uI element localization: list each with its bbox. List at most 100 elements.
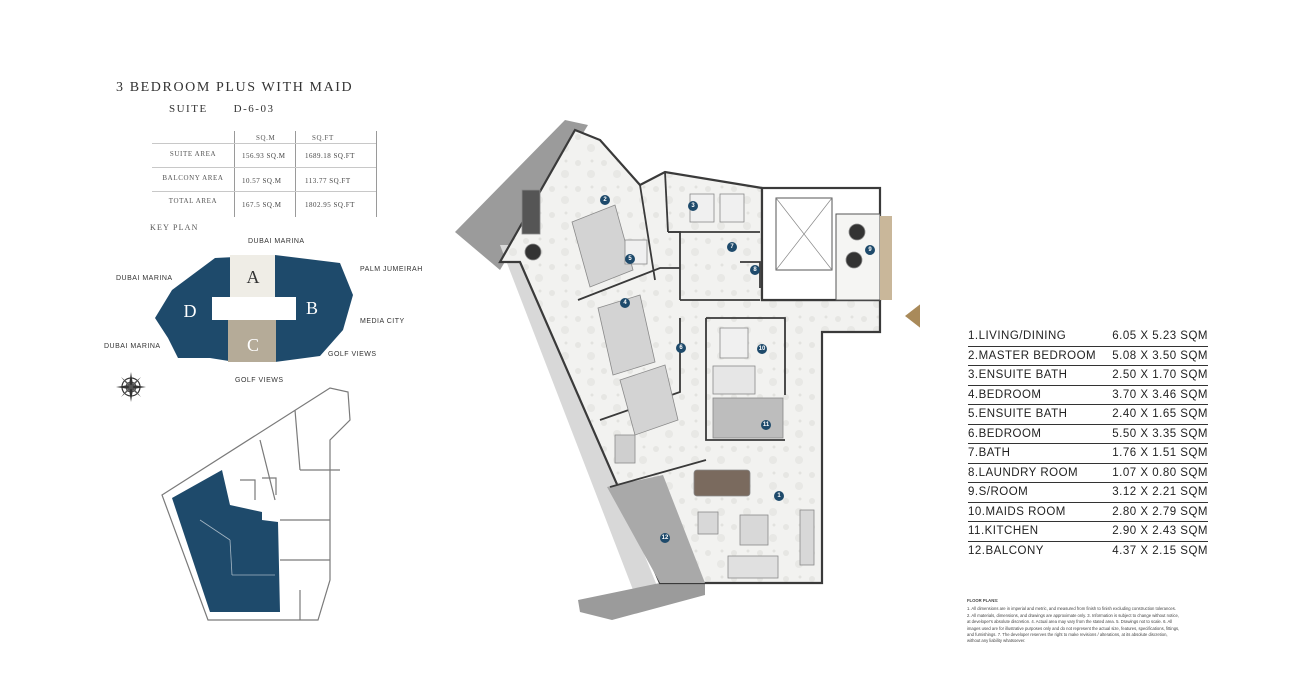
room-marker-label: 12 <box>662 535 669 541</box>
room-marker-label: 10 <box>759 346 766 352</box>
key-plan-map: A B C D <box>155 255 353 362</box>
room-marker <box>774 491 784 501</box>
south-edge-band <box>578 583 705 620</box>
list-item: 11.KITCHEN 2.90 X 2.43 SQM <box>968 522 1208 542</box>
room-marker <box>727 242 737 252</box>
room-marker-label: 7 <box>730 244 734 250</box>
room-marker-label: 2 <box>603 197 607 203</box>
room-name: 1.LIVING/DINING <box>968 330 1067 342</box>
room-marker <box>757 344 767 354</box>
room-name: 3.ENSUITE BATH <box>968 369 1068 381</box>
balcony-area <box>607 475 705 583</box>
room-marker <box>660 533 670 543</box>
room-name: 6.BEDROOM <box>968 427 1042 440</box>
direction-lower-right: GOLF VIEWS <box>328 351 377 358</box>
direction-upper-left: DUBAI MARINA <box>116 275 173 282</box>
room-size: 1.07 X 0.80 SQM <box>1112 466 1208 479</box>
room-marker <box>620 298 630 308</box>
room-markers: 1 2 3 4 5 6 7 8 9 10 11 12 <box>600 195 875 543</box>
room-size: 5.50 X 3.35 SQM <box>1112 427 1208 440</box>
notes-line: at developer's absolute discretion. 4. A… <box>967 619 1173 625</box>
block-c <box>228 320 276 362</box>
room-size: 5.08 X 3.50 SQM <box>1112 349 1208 362</box>
room-size: 1.76 X 1.51 SQM <box>1112 447 1208 459</box>
room-marker-label: 1 <box>777 493 781 499</box>
list-item: 8.LAUNDRY ROOM 1.07 X 0.80 SQM <box>968 464 1208 483</box>
block-b-label: B <box>306 298 318 318</box>
notes-title: FLOOR PLANS: <box>967 598 999 603</box>
block-c-label: C <box>247 335 259 355</box>
notes-line: and furnishings. 7. The developer reserv… <box>967 632 1168 638</box>
list-item: 12.BALCONY 4.37 X 2.15 SQM <box>968 542 1208 561</box>
column-header-sqft: SQ.FT <box>312 134 334 142</box>
room-size: 3.12 X 2.21 SQM <box>1112 486 1208 498</box>
room-name: 9.S/ROOM <box>968 486 1029 498</box>
notes-line: images used are for illustrative purpose… <box>967 625 1180 631</box>
row-sqft: 113.77 SQ.FT <box>305 177 351 185</box>
west-glazing-band <box>500 245 662 608</box>
room-marker <box>750 265 760 275</box>
room-marker <box>688 201 698 211</box>
table-divider <box>234 131 235 217</box>
direction-right: MEDIA CITY <box>360 318 405 325</box>
room-marker <box>865 245 875 255</box>
table-rule <box>152 167 376 168</box>
notes-line: 1. All dimensions are in imperial and me… <box>967 606 1177 612</box>
row-label: SUITE AREA <box>169 150 217 158</box>
core <box>212 297 296 320</box>
room-marker-label: 11 <box>763 422 770 428</box>
room-name: 10.MAIDS ROOM <box>968 505 1066 518</box>
room-name: 11.KITCHEN <box>968 525 1039 537</box>
notes-line: without any liability whatsoever. <box>967 638 1026 644</box>
direction-bottom: GOLF VIEWS <box>235 377 284 384</box>
page-title: 3 BEDROOM PLUS WITH MAID <box>116 80 354 95</box>
block-a-label: A <box>247 267 260 287</box>
room-marker-label: 6 <box>679 345 683 351</box>
room-marker <box>761 420 771 430</box>
room-name: 8.LAUNDRY ROOM <box>968 466 1079 479</box>
north-edge-band <box>455 120 588 270</box>
table-rule <box>152 143 376 144</box>
direction-lower-left: DUBAI MARINA <box>104 343 161 350</box>
row-sqft: 1802.95 SQ.FT <box>305 201 355 209</box>
table-divider <box>376 131 377 217</box>
block-a <box>230 255 275 297</box>
room-name: 2.MASTER BEDROOM <box>968 349 1097 362</box>
row-sqm: 167.5 SQ.M <box>242 201 282 209</box>
row-label: BALCONY AREA <box>162 174 224 182</box>
table-divider <box>295 131 296 217</box>
room-marker <box>676 343 686 353</box>
table-rule <box>152 191 376 192</box>
room-name: 5.ENSUITE BATH <box>968 408 1068 420</box>
room-marker-label: 8 <box>753 267 757 273</box>
room-size: 2.50 X 1.70 SQM <box>1112 369 1208 381</box>
room-marker-label: 4 <box>623 300 627 306</box>
room-size: 2.80 X 2.79 SQM <box>1112 505 1208 518</box>
room-size: 2.40 X 1.65 SQM <box>1112 408 1208 420</box>
shaft-void <box>775 197 833 271</box>
room-name: 7.BATH <box>968 447 1011 459</box>
area-table: SQ.M SQ.FT SUITE AREA 156.93 SQ.M 1689.1… <box>152 131 378 217</box>
row-sqm: 10.57 SQ.M <box>242 177 282 185</box>
shaft-cross <box>775 197 833 271</box>
room-size: 2.90 X 2.43 SQM <box>1112 525 1208 537</box>
highlighted-unit <box>172 470 280 612</box>
room-size: 4.37 X 2.15 SQM <box>1112 544 1208 557</box>
room-size: 3.70 X 3.46 SQM <box>1112 388 1208 401</box>
room-marker-label: 5 <box>628 256 632 262</box>
room-name: 12.BALCONY <box>968 544 1044 557</box>
list-item: 6.BEDROOM 5.50 X 3.35 SQM <box>968 425 1208 444</box>
list-item: 3.ENSUITE BATH 2.50 X 1.70 SQM <box>968 366 1208 386</box>
suite-label: SUITE <box>169 103 208 115</box>
row-sqft: 1689.18 SQ.FT <box>305 152 355 160</box>
suite-code: D-6-03 <box>233 103 275 115</box>
column-header-sqm: SQ.M <box>256 134 276 142</box>
furniture <box>521 189 866 579</box>
room-marker <box>625 254 635 264</box>
main-floor-plan: 1 2 3 4 5 6 7 8 9 10 11 12 <box>455 120 920 620</box>
list-item: 7.BATH 1.76 X 1.51 SQM <box>968 444 1208 464</box>
store-shelf <box>880 216 892 300</box>
list-item: 9.S/ROOM 3.12 X 2.21 SQM <box>968 483 1208 503</box>
